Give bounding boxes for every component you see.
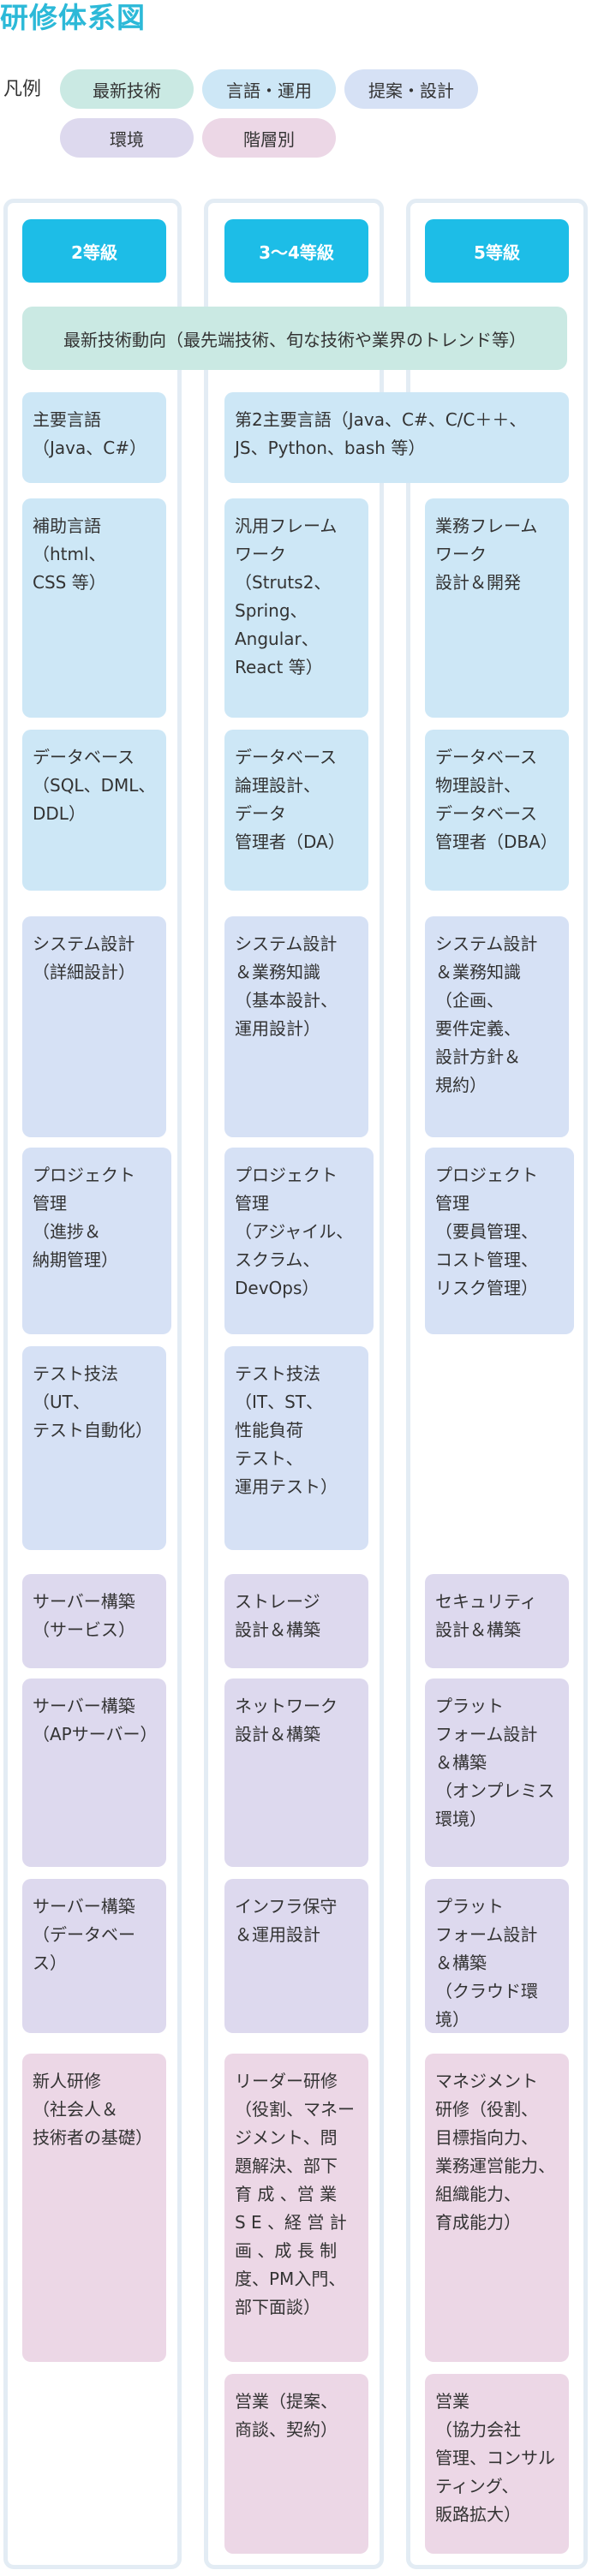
card-testing-grade-2: テスト技法 （UT、 テスト自動化） — [22, 1346, 166, 1550]
column-header-grade-2: 2等級 — [22, 219, 166, 283]
card-new-hire-training: 新人研修 （社会人＆ 技術者の基礎） — [22, 2054, 166, 2362]
card-database-grade-5: データベース 物理設計、 データベース 管理者（DBA） — [425, 730, 569, 891]
legend-item-environment: 環境 — [60, 118, 194, 158]
column-frame-grade-5 — [406, 199, 588, 2569]
card-network: ネットワーク 設計＆構築 — [224, 1679, 368, 1867]
card-aux-language: 補助言語 （html、 CSS 等） — [22, 498, 166, 718]
column-frame-grade-3-4 — [204, 199, 384, 2569]
card-leader-training: リーダー研修 （役割、マネー ジメント、問 題解決、部下 育 成 、営 業 S … — [224, 2054, 368, 2362]
card-testing-grade-3-4: テスト技法 （IT、ST、 性能負荷 テスト、 運用テスト） — [224, 1346, 368, 1550]
legend-label: 凡例 — [3, 79, 42, 100]
card-platform-cloud: プラット フォーム設計 ＆構築 （クラウド環境） — [425, 1879, 569, 2033]
card-infra-maintenance: インフラ保守 ＆運用設計 — [224, 1879, 368, 2033]
card-database-grade-2: データベース （SQL、DML、 DDL） — [22, 730, 166, 891]
column-header-grade-3-4: 3～4等級 — [224, 219, 368, 283]
card-general-framework: 汎用フレーム ワーク （Struts2、 Spring、 Angular、 Re… — [224, 498, 368, 718]
card-system-design-grade-5: システム設計 ＆業務知識 （企画、 要件定義、 設計方針＆ 規約） — [425, 916, 569, 1137]
card-sales-grade-3-4: 営業（提案、 商談、契約） — [224, 2374, 368, 2554]
column-header-grade-5: 5等級 — [425, 219, 569, 283]
card-management-training: マネジメント 研修（役割、 目標指向力、 業務運営能力、 組織能力、 育成能力） — [425, 2054, 569, 2362]
card-second-language: 第2主要言語（Java、C#、C/C＋＋、 JS、Python、bash 等） — [224, 392, 569, 483]
card-storage: ストレージ 設計＆構築 — [224, 1574, 368, 1668]
card-system-design-grade-2: システム設計 （詳細設計） — [22, 916, 166, 1137]
card-project-management-grade-2: プロジェクト 管理 （進捗＆ 納期管理） — [22, 1148, 171, 1334]
card-platform-onprem: プラット フォーム設計 ＆構築 （オンプレミス 環境） — [425, 1679, 569, 1867]
card-sales-grade-5: 営業 （協力会社 管理、コンサル ティング、 販路拡大） — [425, 2374, 569, 2554]
card-business-framework: 業務フレーム ワーク 設計＆開発 — [425, 498, 569, 718]
card-project-management-grade-5: プロジェクト 管理 （要員管理、 コスト管理、 リスク管理） — [425, 1148, 574, 1334]
card-server-service: サーバー構築 （サービス） — [22, 1574, 166, 1668]
page-title: 研修体系図 — [0, 1, 146, 34]
legend-item-language-operation: 言語・運用 — [202, 69, 336, 109]
card-server-ap: サーバー構築 （APサーバー） — [22, 1679, 166, 1867]
column-frame-grade-2 — [3, 199, 182, 2569]
legend-item-hierarchy: 階層別 — [202, 118, 336, 158]
card-security: セキュリティ 設計＆構築 — [425, 1574, 569, 1668]
legend-item-latest-tech: 最新技術 — [60, 69, 194, 109]
card-project-management-grade-3-4: プロジェクト 管理 （アジャイル、 スクラム、 DevOps） — [224, 1148, 374, 1334]
latest-tech-banner: 最新技術動向（最先端技術、旬な技術や業界のトレンド等） — [22, 307, 567, 370]
legend-item-proposal-design: 提案・設計 — [344, 69, 478, 109]
card-main-language: 主要言語 （Java、C#） — [22, 392, 166, 483]
card-database-grade-3-4: データベース 論理設計、 データ 管理者（DA） — [224, 730, 368, 891]
card-server-db: サーバー構築 （データベース） — [22, 1879, 166, 2033]
card-system-design-grade-3-4: システム設計 ＆業務知識 （基本設計、 運用設計） — [224, 916, 368, 1137]
